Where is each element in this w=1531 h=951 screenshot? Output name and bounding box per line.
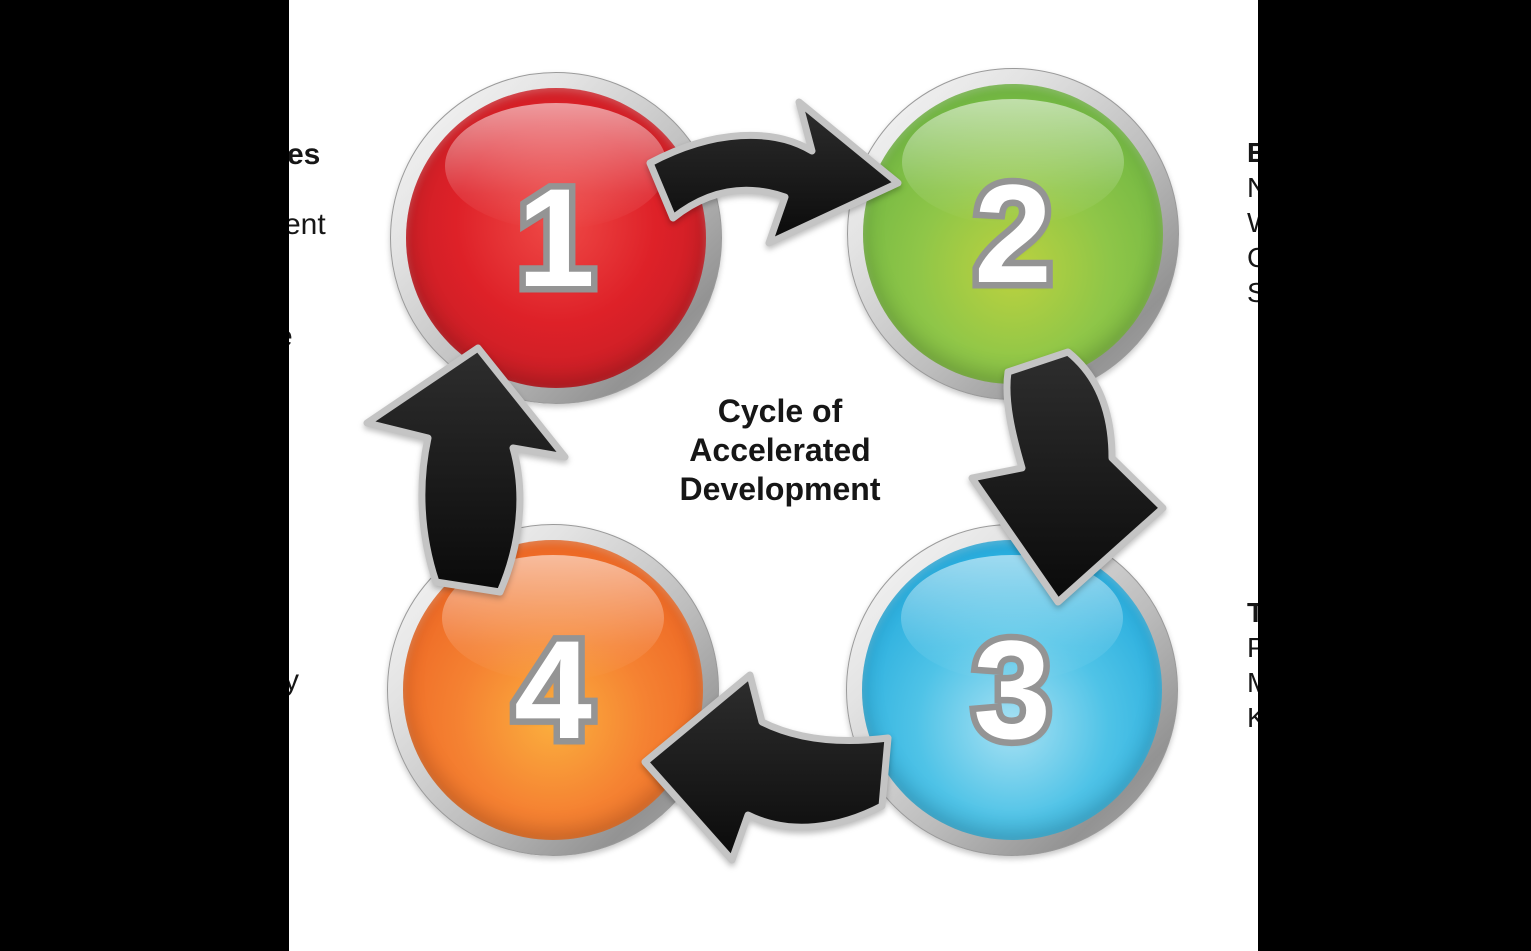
step-4-number-outline: 4 (508, 611, 599, 768)
arrow-4-to-1-icon (363, 344, 569, 596)
arrow-2-to-3-icon (968, 348, 1167, 606)
step-2-number: 2 2 (863, 84, 1163, 384)
step-circle-1: 1 1 (390, 72, 722, 404)
step-3-number: 3 3 (862, 540, 1162, 840)
step-circle-2: 2 2 (847, 68, 1179, 400)
diagram-title-line-1: Cycle of (717, 393, 843, 429)
step-4-number-fill: 4 (514, 611, 592, 768)
step-3-number-outline: 3 (967, 611, 1058, 768)
step-1-ball: 1 1 (406, 88, 706, 388)
step-1-number-fill: 1 (517, 159, 595, 316)
step-2-number-outline: 2 (968, 155, 1059, 312)
step-2-ball: 2 2 (863, 84, 1163, 384)
step-4-number: 4 4 (403, 540, 703, 840)
diagram-title-line-2: Accelerated (689, 432, 871, 468)
arrow-3-to-4-icon (641, 671, 892, 864)
step-1-number-outline: 1 (511, 159, 602, 316)
left-letterbox-bar (0, 0, 289, 951)
step-4-ball: 4 4 (403, 540, 703, 840)
left-label-fragment-mid: ent (284, 208, 326, 241)
left-label-fragment-top: es (287, 138, 321, 171)
step-1-number: 1 1 (406, 88, 706, 388)
step-circle-3: 3 3 (846, 524, 1178, 856)
right-letterbox-bar (1258, 0, 1531, 951)
arrow-1-to-2-icon (646, 98, 902, 247)
diagram-title-line-3: Development (679, 471, 881, 507)
step-3-number-fill: 3 (973, 611, 1051, 768)
diagram-title: Cycle of Accelerated Development (640, 392, 920, 509)
step-3-ball: 3 3 (862, 540, 1162, 840)
step-2-number-fill: 2 (974, 155, 1052, 312)
